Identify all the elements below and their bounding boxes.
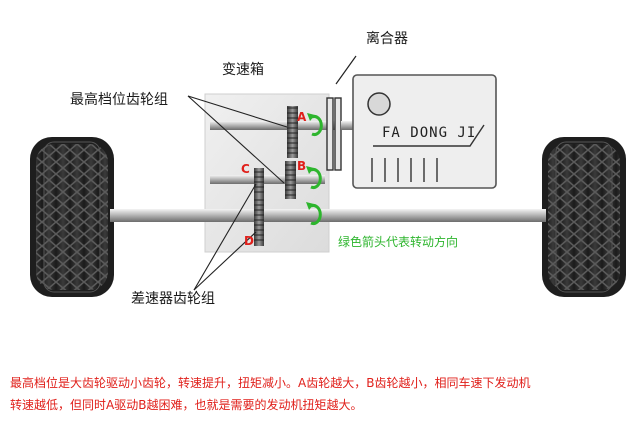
right-tire-icon [542, 137, 626, 297]
gear-a [287, 106, 298, 158]
gear-c [254, 168, 264, 200]
caption-line-2: 转速越低，但同时A驱动B越困难，也就是需要的发动机扭矩越大。 [10, 398, 363, 412]
gear-label-c: C [241, 162, 250, 176]
explanation-caption: 最高档位是大齿轮驱动小齿轮，转速提升，扭矩减小。A齿轮越大，B齿轮越小，相同车速… [10, 372, 632, 416]
engine-block [352, 74, 497, 189]
gear-label-b: B [297, 159, 306, 173]
axle-shaft [110, 209, 546, 222]
gear-label-d: D [244, 234, 254, 248]
clutch-leader-line [335, 55, 357, 85]
top-gear-leader-lines [187, 95, 288, 184]
gear-d [254, 196, 264, 246]
top-gear-set-label: 最高档位齿轮组 [70, 91, 168, 108]
engine-label: FA DONG JI [382, 125, 476, 141]
rotation-arrow-icon [310, 115, 323, 225]
drivetrain-diagram: FA DONG JI A B C D 变速箱 离合器 最高档位齿轮组 差速器齿轮… [30, 30, 626, 307]
diff-gear-leader-lines [193, 183, 257, 291]
caption-line-1: 最高档位是大齿轮驱动小齿轮，转速提升，扭矩减小。A齿轮越大，B齿轮越小，相同车速… [10, 376, 531, 390]
clutch-label: 离合器 [366, 30, 408, 47]
left-tire-icon [30, 137, 114, 297]
counter-shaft [210, 175, 325, 184]
gearbox-label: 变速箱 [222, 62, 264, 78]
rotation-arrowheads [306, 113, 315, 210]
diff-gear-set-label: 差速器齿轮组 [131, 291, 215, 307]
legend-label: 绿色箭头代表转动方向 [338, 234, 458, 249]
gear-label-a: A [297, 110, 307, 124]
clutch-plates [326, 97, 353, 171]
gear-b [285, 161, 296, 199]
